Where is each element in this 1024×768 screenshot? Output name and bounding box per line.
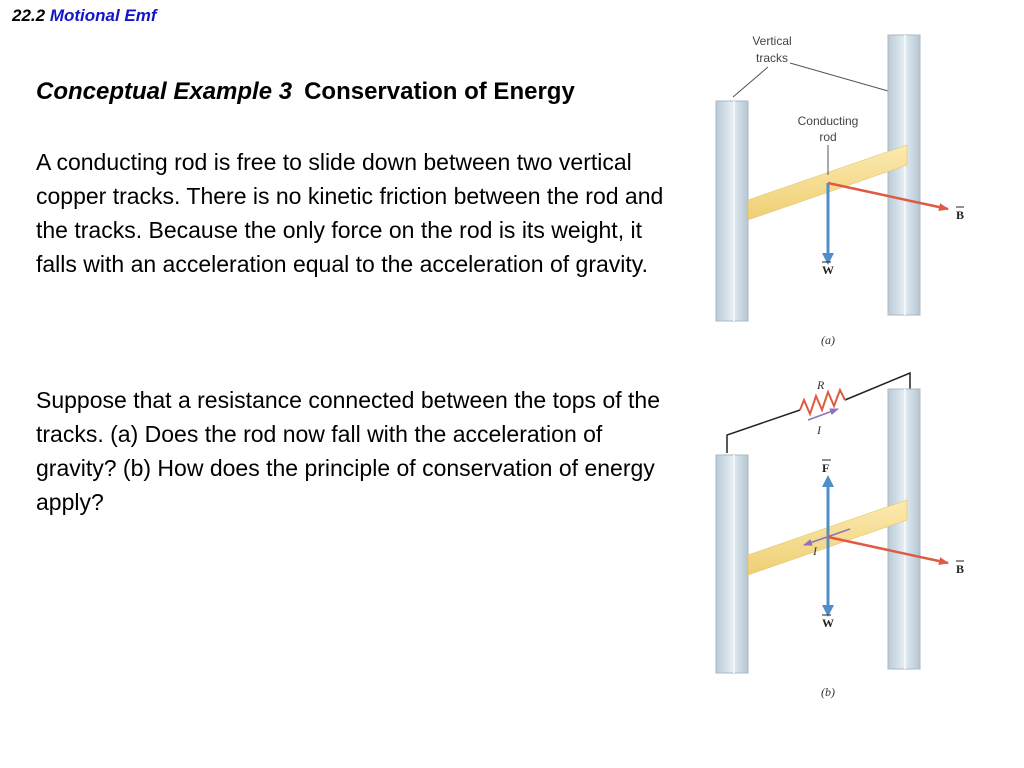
leader-line-left [732,66,769,98]
figure-a: Vertical tracks Conducting rod B W (a) [715,34,964,347]
current-label-top: I [816,423,822,437]
left-track-b [715,454,749,674]
vector-b-label-b: B [956,562,964,576]
label-tracks: tracks [756,51,788,65]
example-lead: Conceptual Example 3 [36,78,293,105]
resistor-label: R [816,378,825,392]
vector-f-label: F [822,461,829,475]
vector-w-label-b: W [822,616,834,630]
example-title: Conservation of Energy [304,78,575,105]
section-title: Motional Emf [49,6,157,25]
paragraph-question: Suppose that a resistance connected betw… [36,387,660,515]
caption-a: (a) [821,333,835,347]
vector-b-label-a: B [956,208,964,222]
current-label-rod: I [812,544,818,558]
section-header: 22.2 Motional Emf [12,6,157,26]
leader-line-right [789,62,889,92]
vector-w-label-a: W [822,263,834,277]
current-arrow-top [807,408,839,421]
label-rod: rod [819,130,836,144]
section-number: 22.2 [12,6,46,25]
caption-b: (b) [821,685,835,699]
rod-tracks-figure: Vertical tracks Conducting rod B W (a) R [715,34,964,699]
label-vertical: Vertical [752,34,791,48]
example-heading: Conceptual Example 3 Conservation of Ener… [36,78,575,106]
b-field-arrow-b [827,535,949,566]
conducting-rod-a [747,144,908,221]
label-conducting: Conducting [798,114,859,128]
wire-left [726,409,801,453]
wire-right [844,371,911,401]
b-field-arrow-a [827,181,949,212]
resistor [799,387,846,417]
paragraph-intro: A conducting rod is free to slide down b… [36,149,664,277]
figure-b: R I F I B W (b) [715,371,964,699]
left-track-a [715,100,749,322]
